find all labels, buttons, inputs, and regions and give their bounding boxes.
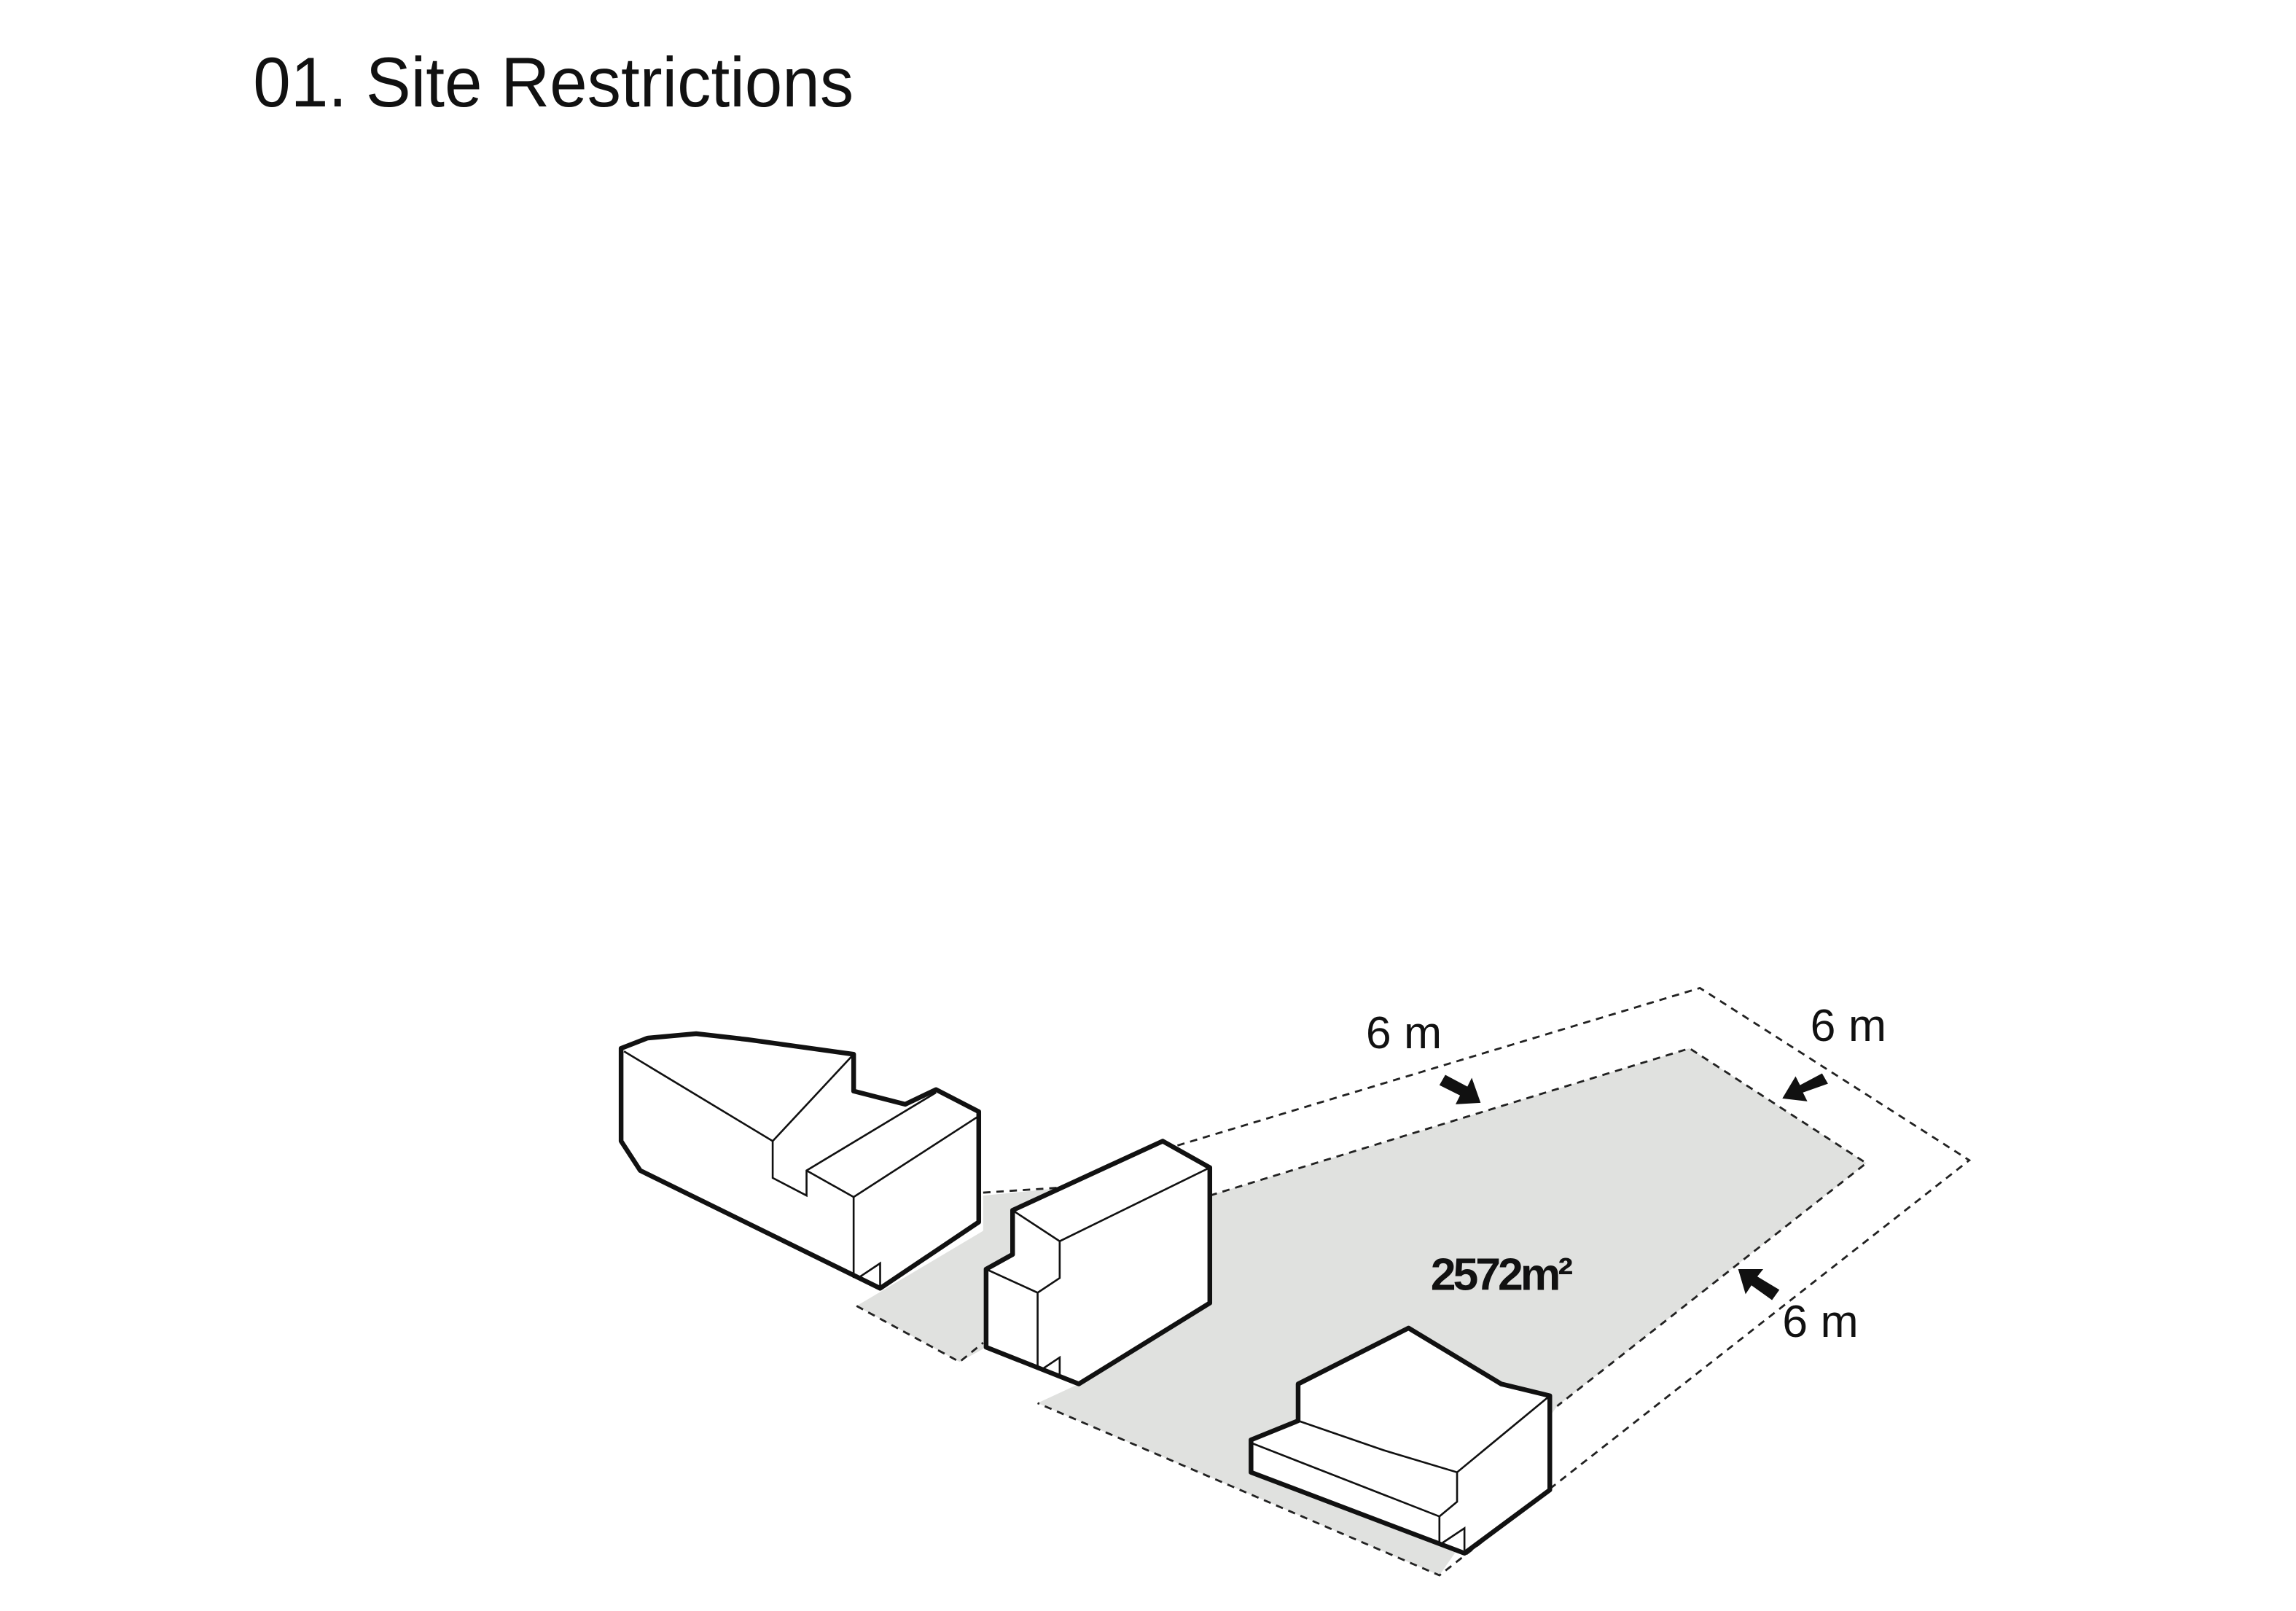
buildable-area bbox=[856, 1048, 1867, 1576]
existing-building-1 bbox=[618, 1031, 982, 1291]
setback-arrow-icon bbox=[1782, 1073, 1828, 1101]
existing-building-3 bbox=[1249, 1325, 1553, 1556]
setback-label: 6 m bbox=[1811, 1000, 1886, 1051]
page-title: 01. Site Restrictions bbox=[253, 42, 854, 122]
setback-arrow-icon bbox=[1439, 1074, 1481, 1104]
setback-label: 6 m bbox=[1782, 1296, 1858, 1347]
setback-arrow-icon bbox=[1738, 1269, 1780, 1300]
setback-label: 6 m bbox=[1366, 1007, 1442, 1058]
existing-building-2 bbox=[983, 1139, 1213, 1386]
site-area-label: 2572m² bbox=[1431, 1249, 1573, 1300]
site-boundary-outer bbox=[856, 986, 1972, 1577]
